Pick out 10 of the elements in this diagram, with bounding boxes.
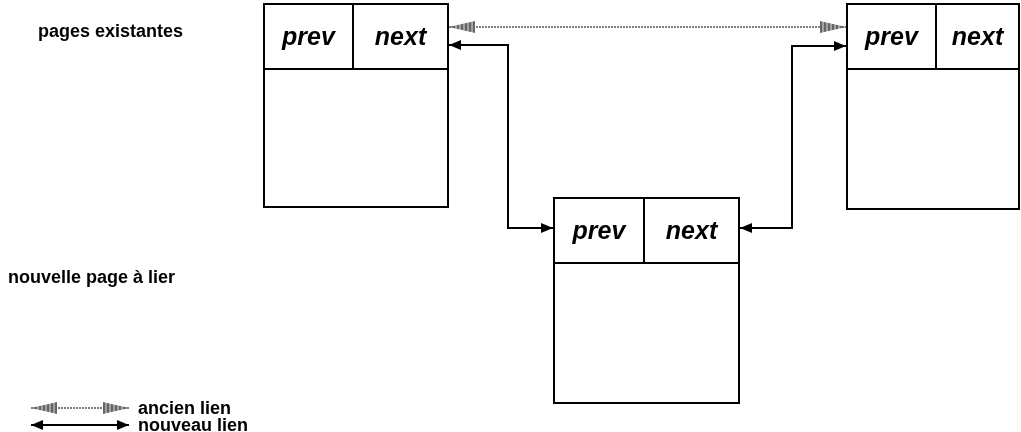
legend-label: ancien lien bbox=[138, 399, 232, 417]
page-box bbox=[263, 3, 449, 208]
double-arrow bbox=[739, 41, 847, 233]
section-label: nouvelle page à lier bbox=[8, 268, 176, 286]
legend-label: nouveau lien bbox=[138, 416, 249, 432]
double-arrow bbox=[448, 40, 554, 233]
page-box bbox=[846, 3, 1020, 210]
page-box bbox=[553, 197, 740, 404]
section-label: pages existantes bbox=[38, 22, 184, 40]
dotted-double-arrow bbox=[448, 20, 847, 34]
